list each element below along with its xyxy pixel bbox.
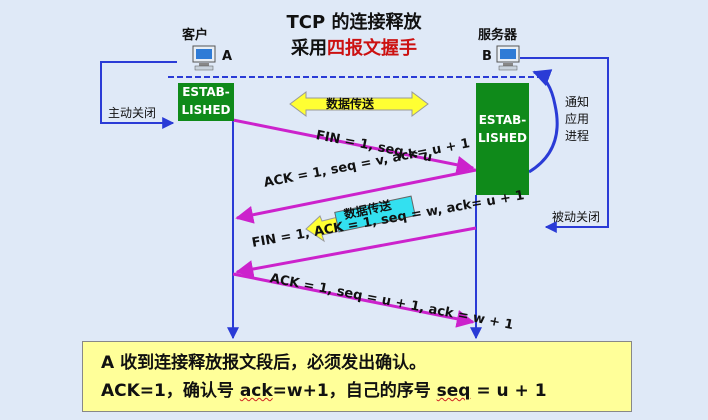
- estab-client-line-1: ESTAB-: [182, 85, 230, 99]
- passive-close-label: 被动关闭: [552, 210, 601, 224]
- active-close-label: 主动关闭: [108, 106, 157, 120]
- notify-app-label: 通知应用进程: [564, 95, 589, 143]
- estab-server-line-1: ESTAB-: [478, 113, 527, 127]
- note-line-1: A 收到连接释放报文段后，必须发出确认。: [101, 353, 427, 373]
- data-transfer-label-1: 数据传送: [326, 97, 375, 111]
- data-transfer-box-2: [334, 195, 416, 233]
- arrow-ack-a-to-b: [232, 272, 475, 328]
- title-highlight: 四报文握手: [327, 38, 417, 59]
- arrow-ack-b-to-a: [235, 168, 477, 224]
- client-id: A: [222, 49, 233, 64]
- note-seq-term: seq: [436, 381, 471, 401]
- notify-app-curve: [528, 69, 559, 174]
- estab-block-client: ESTAB- LISHED: [178, 83, 234, 121]
- title-line-2: 采用四报文握手: [0, 34, 708, 60]
- note-line-2: ACK=1，确认号 ack=w+1，自己的序号 seq = u + 1: [101, 377, 613, 405]
- note-line-2-e: = u + 1: [470, 381, 547, 401]
- estab-block-server: ESTAB- LISHED: [476, 83, 529, 195]
- explanation-note: A 收到连接释放报文段后，必须发出确认。 ACK=1，确认号 ack=w+1，自…: [82, 341, 632, 412]
- server-name: 服务器: [478, 28, 518, 43]
- server-id: B: [482, 49, 492, 64]
- estab-server-line-2: LISHED: [478, 131, 527, 145]
- note-line-2-a: ACK=1，确认号: [101, 381, 240, 401]
- note-line-2-c: =w+1，自己的序号: [272, 381, 437, 401]
- active-close-bracket: [100, 61, 177, 129]
- passive-close-bracket: [520, 57, 609, 233]
- computer-icon: [192, 45, 216, 71]
- arrow-fin-ack-b-to-a: [235, 226, 477, 278]
- note-ack-term: ack: [239, 381, 273, 401]
- client-name: 客户: [182, 28, 209, 43]
- arrow-fin-a-to-b: [232, 118, 475, 174]
- title-line-1: TCP 的连接释放: [286, 12, 422, 33]
- data-transfer-arrow: [289, 91, 429, 117]
- estab-client-line-2: LISHED: [181, 103, 231, 117]
- title-prefix: 采用: [291, 38, 327, 59]
- computer-icon: [496, 45, 520, 71]
